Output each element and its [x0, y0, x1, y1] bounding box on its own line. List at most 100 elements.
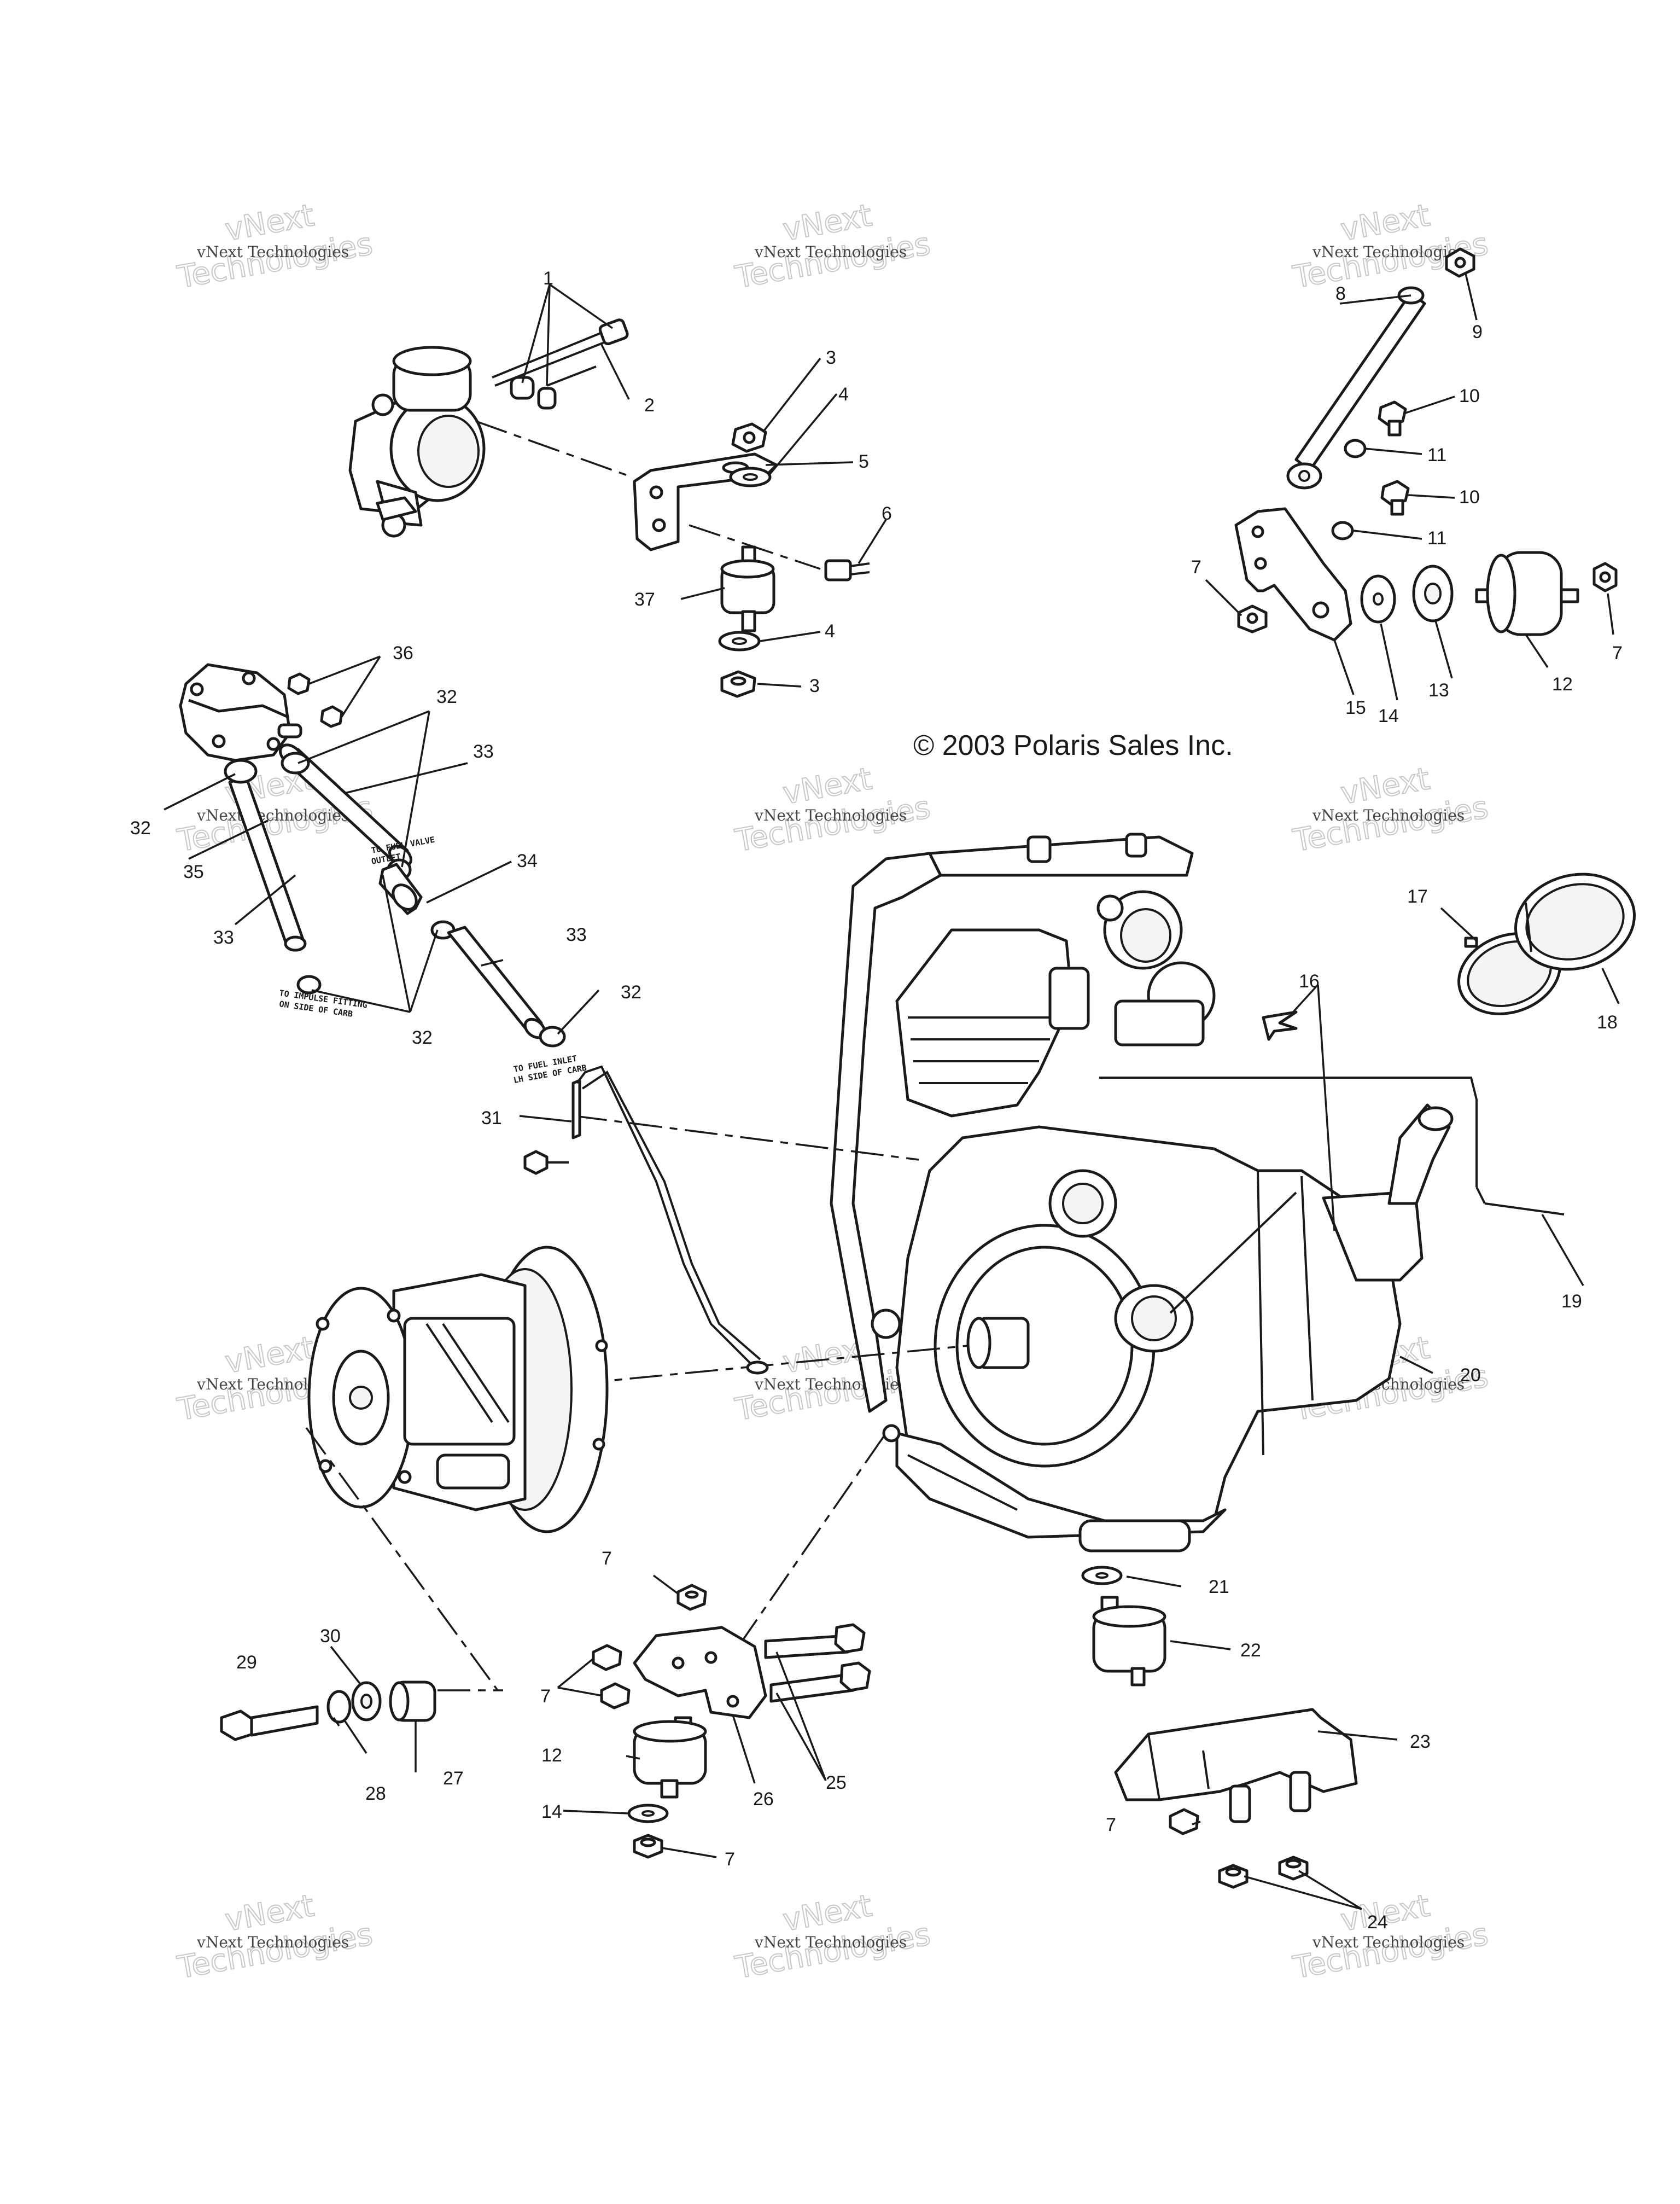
- washer-21-hole: [1095, 1572, 1109, 1579]
- callout-3-bottom[interactable]: 3: [809, 676, 820, 696]
- nut-24-right: [1278, 1856, 1309, 1881]
- callout-14-top[interactable]: 14: [1378, 706, 1399, 726]
- washer-4-top-hole: [743, 473, 758, 481]
- callout-2[interactable]: 2: [644, 395, 655, 416]
- callout-4-bottom[interactable]: 4: [825, 621, 835, 642]
- callout-24[interactable]: 24: [1367, 1912, 1388, 1933]
- bolt-10-top: [1378, 400, 1407, 437]
- clutch-dashline-down: [305, 1427, 499, 1691]
- nut-3-bottom: [720, 670, 756, 698]
- callout-37[interactable]: 37: [634, 589, 655, 610]
- spacer-13: [1412, 565, 1454, 623]
- callout-16[interactable]: 16: [1299, 971, 1320, 992]
- watermark-text: vNext Technologies: [754, 806, 907, 824]
- callout-32-left[interactable]: 32: [130, 818, 151, 839]
- callout-30[interactable]: 30: [320, 1626, 341, 1647]
- rubber-mount-12-bottom: [633, 1716, 707, 1799]
- callout-7-center-left[interactable]: 7: [540, 1686, 551, 1707]
- callout-32-right[interactable]: 32: [621, 982, 641, 1003]
- watermark: vNext Technologies vNext Technologies: [732, 1887, 934, 1986]
- callout-11-top[interactable]: 11: [1427, 445, 1446, 466]
- clamp-36b: [320, 705, 343, 728]
- watermark: vNext Technologies vNext Technologies: [174, 1887, 376, 1986]
- callout-7-topright-left[interactable]: 7: [1191, 557, 1201, 578]
- callout-35[interactable]: 35: [183, 862, 204, 882]
- callout-29[interactable]: 29: [236, 1652, 257, 1673]
- carburetor: [348, 318, 629, 538]
- callout-12-bottom[interactable]: 12: [541, 1745, 562, 1766]
- callout-14-bottom[interactable]: 14: [541, 1801, 562, 1822]
- callout-27[interactable]: 27: [443, 1768, 464, 1789]
- callout-25[interactable]: 25: [826, 1772, 847, 1793]
- clamp-32-top: [281, 752, 310, 775]
- callout-34[interactable]: 34: [517, 851, 538, 871]
- engine-mount-bracket-26: [633, 1626, 767, 1719]
- callout-10-top[interactable]: 10: [1459, 386, 1480, 406]
- bolt-10-mid: [1380, 480, 1410, 516]
- drive-clutch: [307, 1246, 609, 1533]
- callout-23[interactable]: 23: [1410, 1731, 1431, 1752]
- callout-6[interactable]: 6: [882, 503, 892, 524]
- callout-36[interactable]: 36: [393, 643, 413, 664]
- clamp-32-small: [296, 975, 322, 995]
- watermark: vNext Technologies vNext Technologies: [732, 197, 934, 296]
- callout-9[interactable]: 9: [1472, 322, 1483, 342]
- callout-21[interactable]: 21: [1209, 1577, 1229, 1597]
- watermark-text: vNext Technologies: [196, 243, 349, 261]
- hose-33-lower: [447, 926, 546, 1039]
- callout-20[interactable]: 20: [1460, 1365, 1481, 1386]
- callout-7-bottom[interactable]: 7: [725, 1849, 735, 1870]
- callout-18[interactable]: 18: [1597, 1012, 1618, 1033]
- callout-7-bracket-23[interactable]: 7: [1106, 1815, 1116, 1835]
- callout-10-mid[interactable]: 10: [1459, 487, 1480, 508]
- callout-13[interactable]: 13: [1428, 680, 1449, 701]
- callout-28[interactable]: 28: [365, 1783, 386, 1804]
- callout-3-top[interactable]: 3: [826, 347, 836, 368]
- mount-bracket-23: [1114, 1708, 1358, 1823]
- watermark-text: vNext Technologies: [754, 1933, 907, 1951]
- nut-24-left: [1218, 1864, 1249, 1889]
- callout-32-bottom[interactable]: 32: [412, 1027, 433, 1048]
- callout-32-top[interactable]: 32: [436, 687, 457, 707]
- engine-dashline-mount: [737, 1433, 887, 1647]
- callout-33-right[interactable]: 33: [566, 924, 587, 945]
- carb-to-bracket-dashline: [475, 420, 629, 477]
- callout-19[interactable]: 19: [1561, 1291, 1582, 1312]
- leader-lines: [164, 273, 1620, 1910]
- callout-8[interactable]: 8: [1335, 283, 1346, 304]
- watermark-text: vNext Technologies: [196, 806, 349, 824]
- nut-7-right: [1592, 562, 1618, 592]
- callout-4-top[interactable]: 4: [838, 384, 849, 405]
- nut-9: [1445, 247, 1475, 278]
- watermark-text: vNext Technologies: [196, 1933, 349, 1951]
- callout-15[interactable]: 15: [1345, 697, 1366, 718]
- nut-3-top: [731, 422, 767, 453]
- callout-12-top[interactable]: 12: [1552, 674, 1573, 695]
- breather-tube-31: [571, 1065, 769, 1375]
- callout-7-topright-right[interactable]: 7: [1612, 643, 1623, 664]
- callouts: 1 2 3 4 5 6 37 4 3 8 9 10 11 10 11 7 7 1…: [130, 268, 1623, 1933]
- callout-22[interactable]: 22: [1240, 1640, 1261, 1661]
- washer-30-hole: [360, 1694, 372, 1709]
- watermark-text: vNext Technologies: [1312, 1933, 1465, 1951]
- callout-26[interactable]: 26: [753, 1789, 774, 1810]
- callout-7-center-top[interactable]: 7: [602, 1548, 612, 1569]
- watermark: vNext Technologies vNext Technologies: [732, 760, 934, 859]
- washer-28: [326, 1690, 352, 1724]
- rubber-mount-12-top: [1475, 551, 1579, 636]
- callout-5[interactable]: 5: [859, 451, 869, 472]
- callout-1[interactable]: 1: [543, 268, 553, 289]
- callout-31[interactable]: 31: [481, 1108, 502, 1129]
- callout-33-left[interactable]: 33: [213, 927, 234, 948]
- callout-11-mid[interactable]: 11: [1427, 528, 1446, 549]
- pin-19: [1475, 1187, 1565, 1216]
- callout-17[interactable]: 17: [1407, 886, 1428, 907]
- watermark-text: vNext Technologies: [1312, 806, 1465, 824]
- bolt-6: [824, 559, 870, 581]
- engine-dashline-clutch: [574, 1345, 969, 1385]
- lockwasher-11-mid: [1331, 521, 1354, 540]
- fuel-pump: [179, 663, 302, 762]
- callout-33-top[interactable]: 33: [473, 741, 494, 762]
- engine-to-16-leader: [1169, 1191, 1297, 1314]
